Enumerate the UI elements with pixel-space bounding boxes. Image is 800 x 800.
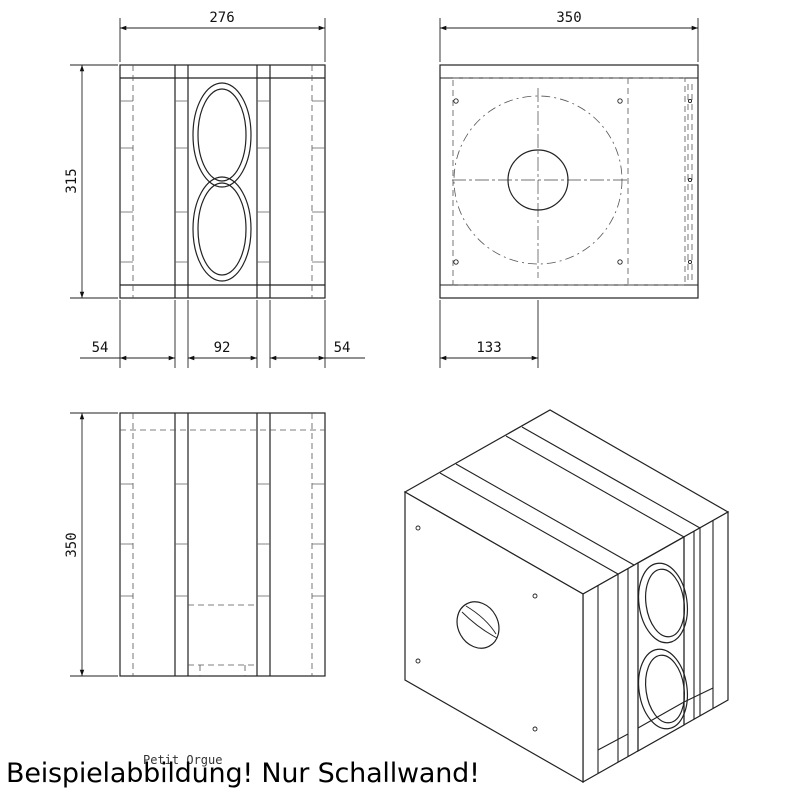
front-view xyxy=(119,64,326,299)
side-port-hole xyxy=(507,149,569,211)
side-width-label: 350 xyxy=(556,10,581,26)
front-segment-right-label: 54 xyxy=(334,340,351,356)
iso-port-hole xyxy=(456,601,500,649)
front-segment-left-label: 54 xyxy=(92,340,109,356)
side-offset-label: 133 xyxy=(476,340,501,356)
side-dimensions xyxy=(439,18,699,368)
front-driver-bottom xyxy=(192,176,252,282)
iso-driver-bottom xyxy=(637,648,689,730)
front-height-label: 315 xyxy=(64,168,80,193)
top-depth-label: 350 xyxy=(64,532,80,557)
isometric-view xyxy=(403,409,730,784)
front-driver-top xyxy=(192,82,252,188)
caption-banner: Beispielabbildung! Nur Schallwand! xyxy=(6,758,480,789)
front-dimensions xyxy=(70,18,365,368)
front-width-label: 276 xyxy=(209,10,234,26)
front-segment-middle-label: 92 xyxy=(214,340,231,356)
side-view xyxy=(439,64,699,299)
iso-driver-top xyxy=(637,562,689,644)
title-block-name: Petit Orgue xyxy=(143,753,222,767)
top-view xyxy=(119,412,326,677)
top-dimensions xyxy=(70,412,118,677)
